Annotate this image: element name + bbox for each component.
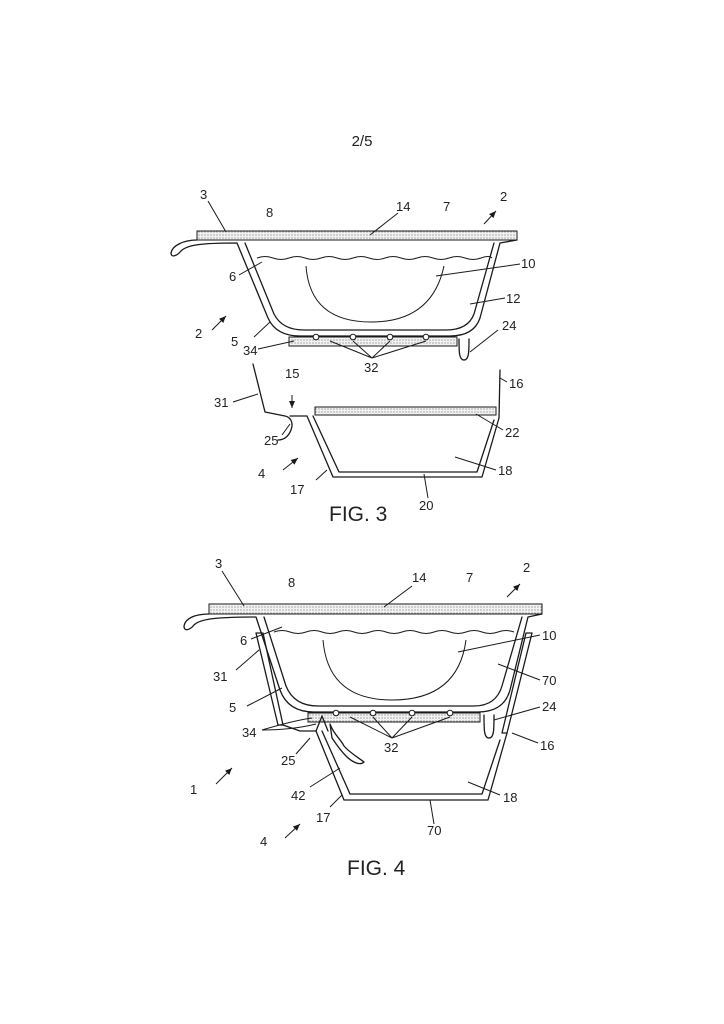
figure-4: 3 8 14 7 2 6 10 31 70 5 24 34 32 16 25 1… (183, 556, 556, 880)
label-18: 18 (503, 790, 517, 805)
label-4: 4 (260, 834, 267, 849)
label-12: 12 (506, 291, 520, 306)
holder-body (282, 724, 508, 801)
label-31: 31 (214, 395, 228, 410)
label-16: 16 (509, 376, 523, 391)
inner-cup (322, 639, 467, 701)
label-3: 3 (215, 556, 222, 571)
holder-wall-right (501, 632, 533, 734)
label-7: 7 (466, 570, 473, 585)
label-42: 42 (291, 788, 305, 803)
holder-wall-left (255, 632, 284, 726)
filter-pad (307, 712, 481, 723)
label-17: 17 (290, 482, 304, 497)
label-25: 25 (264, 433, 278, 448)
label-31: 31 (213, 669, 227, 684)
label-32: 32 (384, 740, 398, 755)
label-2: 2 (523, 560, 530, 575)
label-8: 8 (288, 575, 295, 590)
label-24: 24 (502, 318, 516, 333)
capsule-body (183, 613, 543, 713)
capsule-inner-wall (244, 242, 495, 331)
label-16: 16 (540, 738, 554, 753)
label-10: 10 (542, 628, 556, 643)
label-14: 14 (412, 570, 426, 585)
holder-body (252, 363, 501, 478)
figure-3: 3 8 14 7 2 6 10 12 2 5 24 34 32 15 31 16… (170, 187, 535, 526)
capsule-inner-wall (263, 616, 523, 707)
label-24: 24 (542, 699, 556, 714)
label-1: 1 (190, 782, 197, 797)
lid-membrane (208, 603, 543, 615)
label-2b: 2 (195, 326, 202, 341)
label-5: 5 (229, 700, 236, 715)
label-17: 17 (316, 810, 330, 825)
label-10: 10 (521, 256, 535, 271)
label-6: 6 (229, 269, 236, 284)
label-2: 2 (500, 189, 507, 204)
label-34: 34 (242, 725, 256, 740)
label-22: 22 (505, 425, 519, 440)
page-number: 2/5 (351, 133, 373, 150)
label-32: 32 (364, 360, 378, 375)
label-25: 25 (281, 753, 295, 768)
label-34: 34 (243, 343, 257, 358)
capsule-body (170, 239, 518, 337)
figure-3-caption: FIG. 3 (329, 503, 387, 526)
label-70: 70 (542, 673, 556, 688)
piercing-spike (315, 715, 329, 732)
inner-cup (305, 265, 445, 323)
holder-inner (312, 415, 495, 473)
label-4: 4 (258, 466, 265, 481)
lid-membrane (196, 230, 518, 241)
liquid-level (273, 630, 515, 634)
holder-inner (321, 730, 501, 795)
label-70b: 70 (427, 823, 441, 838)
label-3: 3 (200, 187, 207, 202)
filter-pad (288, 336, 458, 347)
label-20: 20 (419, 498, 433, 513)
coffee-flow-stream (329, 723, 365, 765)
drip-tab (458, 338, 470, 361)
label-7: 7 (443, 199, 450, 214)
label-18: 18 (498, 463, 512, 478)
holder-seal (314, 406, 497, 416)
label-8: 8 (266, 205, 273, 220)
liquid-level (256, 256, 493, 260)
figure-4-caption: FIG. 4 (347, 857, 406, 880)
label-6: 6 (240, 633, 247, 648)
label-15: 15 (285, 366, 299, 381)
label-5: 5 (231, 334, 238, 349)
drip-tab (483, 714, 495, 739)
label-14: 14 (396, 199, 410, 214)
